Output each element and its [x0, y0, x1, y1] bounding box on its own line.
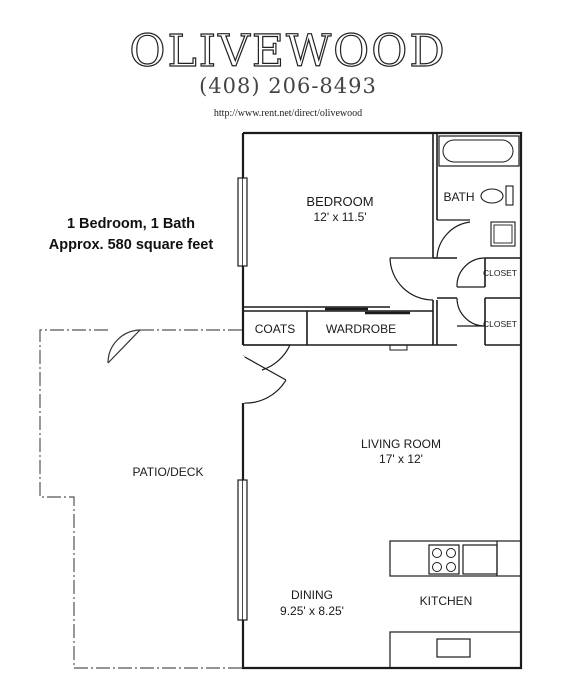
entry-door: [242, 355, 287, 404]
patio-name: PATIO/DECK: [133, 465, 204, 479]
website-url[interactable]: http://www.rent.net/direct/olivewood: [213, 108, 363, 119]
closet1-name: CLOSET: [483, 268, 517, 278]
unit-summary: 1 Bedroom, 1 Bath Approx. 580 square fee…: [36, 214, 226, 256]
exterior-walls: [241, 131, 523, 670]
bedroom-size: 12' x 11.5': [313, 210, 366, 224]
closet1-door: [456, 257, 486, 288]
coats-name: COATS: [255, 322, 295, 336]
closet2-door: [456, 297, 486, 327]
unit-type: 1 Bedroom, 1 Bath: [66, 216, 196, 232]
kitchen-counters: [389, 540, 522, 669]
bedroom-name: BEDROOM: [306, 194, 373, 209]
bath-door: [436, 219, 471, 259]
wardrobe-name: WARDROBE: [326, 322, 396, 336]
stove-burners: [432, 548, 456, 572]
living-size: 17' x 12': [379, 452, 423, 466]
brand-title: OLIVEWOOD: [129, 25, 447, 77]
patio-outline: [39, 329, 242, 669]
bath-sink: [490, 221, 516, 247]
kitchen-name: KITCHEN: [420, 594, 473, 608]
toilet: [480, 188, 504, 204]
dining-name: DINING: [291, 588, 333, 602]
coats-door: [243, 344, 291, 371]
dining-size: 9.25' x 8.25': [280, 604, 344, 618]
bath-name: BATH: [443, 190, 474, 204]
living-name: LIVING ROOM: [361, 437, 441, 451]
bedroom-door: [389, 257, 434, 301]
closet2-name: CLOSET: [483, 319, 517, 329]
bathtub: [438, 135, 520, 167]
patio-door-swing: [107, 329, 141, 364]
phone-number[interactable]: (408) 206-8493: [199, 74, 377, 98]
unit-area: Approx. 580 square feet: [48, 237, 214, 253]
